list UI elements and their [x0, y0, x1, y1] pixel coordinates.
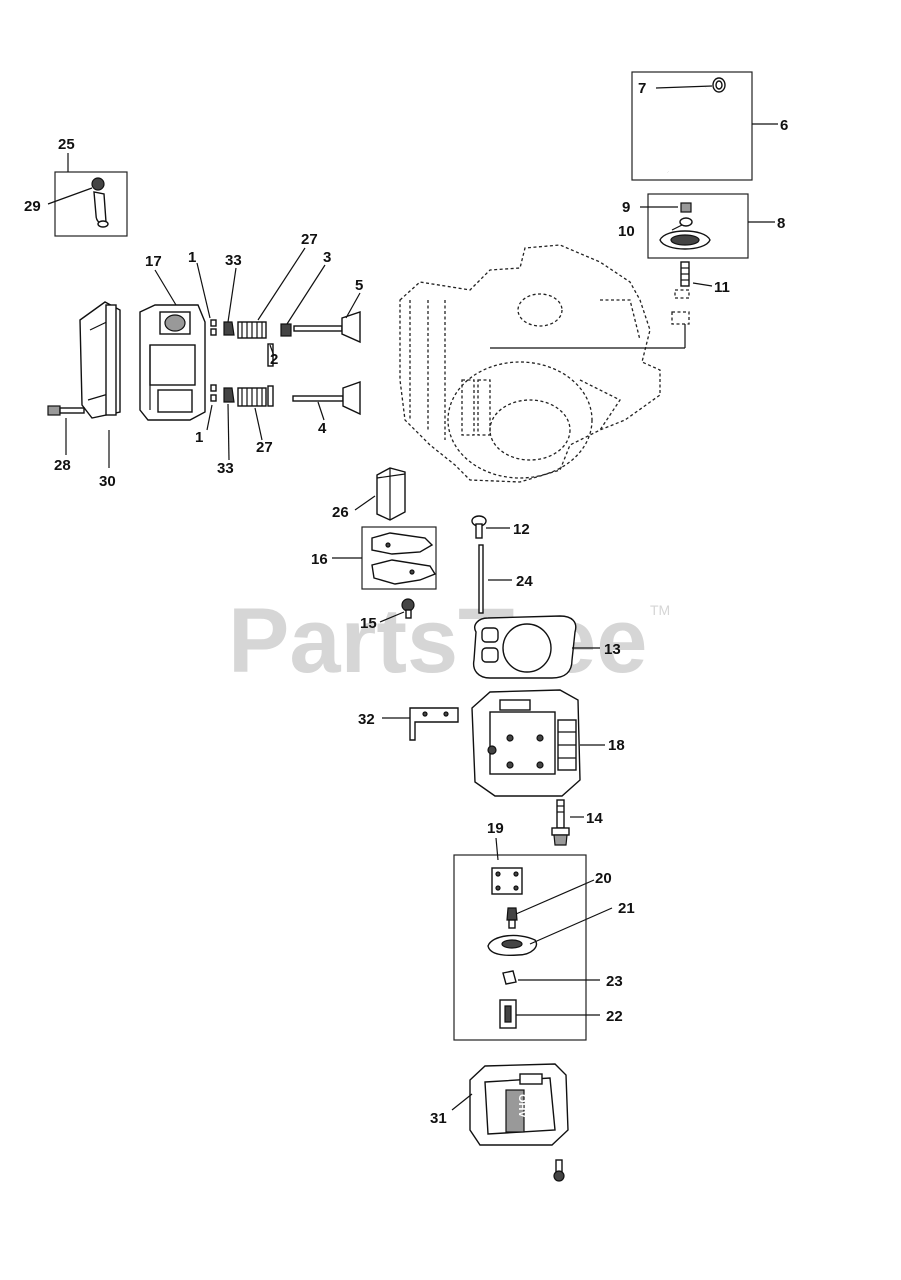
- valve-cover-ohv-text: OHV: [516, 1094, 528, 1119]
- breather-cover-part: [659, 202, 711, 250]
- callout-33-lower: 33: [217, 460, 234, 477]
- callout-19: 19: [487, 820, 504, 837]
- callout-2: 2: [270, 351, 278, 368]
- callout-7: 7: [638, 80, 646, 97]
- callout-24: 24: [516, 573, 533, 590]
- callout-3: 3: [323, 249, 331, 266]
- breather-hose-part: [639, 77, 726, 175]
- callout-12: 12: [513, 521, 530, 538]
- group-box-breather-cover: [647, 193, 749, 259]
- callout-27-upper: 27: [301, 231, 318, 248]
- group-box-rocker-assembly: [453, 854, 587, 1041]
- callout-8: 8: [777, 215, 785, 232]
- callout-10: 10: [618, 223, 635, 240]
- callout-13: 13: [604, 641, 621, 658]
- callout-17: 17: [145, 253, 162, 270]
- parts-tree-watermark: PartsTree TM: [228, 590, 670, 692]
- callout-1-upper: 1: [188, 249, 196, 266]
- head-gasket-part: [472, 615, 577, 679]
- callout-31: 31: [430, 1110, 447, 1127]
- stud-part: [671, 261, 690, 325]
- valve-train-upper: [210, 311, 361, 367]
- cover-screw-part: [553, 1159, 565, 1182]
- push-rod-part: [471, 515, 487, 614]
- cylinder-head-18-part: [471, 689, 581, 797]
- callout-18: 18: [608, 737, 625, 754]
- screw-part-15: [401, 598, 415, 619]
- callout-11: 11: [714, 279, 730, 296]
- callout-30: 30: [99, 473, 116, 490]
- callout-22: 22: [606, 1008, 623, 1025]
- callout-15: 15: [360, 615, 377, 632]
- fitting-part: [91, 177, 109, 228]
- callout-5: 5: [355, 277, 363, 294]
- rocker-assembly-parts: [487, 867, 538, 1029]
- baffle-plates-part: [371, 532, 437, 585]
- callout-28: 28: [54, 457, 71, 474]
- callout-27-lower: 27: [256, 439, 273, 456]
- cylinder-head-part: [139, 304, 206, 421]
- callout-29: 29: [24, 198, 41, 215]
- cylinder-head-side-part: [79, 301, 121, 419]
- watermark-tm: TM: [650, 602, 670, 618]
- engine-block-ghost: [399, 244, 661, 483]
- watermark-brand: PartsTree: [228, 590, 647, 692]
- callout-1-lower: 1: [195, 429, 203, 446]
- spacer-block-part: [376, 467, 406, 521]
- callout-9: 9: [622, 199, 630, 216]
- callout-16: 16: [311, 551, 328, 568]
- callout-6: 6: [780, 117, 788, 134]
- valve-cover-part: OHV: [469, 1063, 569, 1146]
- callout-26: 26: [332, 504, 349, 521]
- group-box-breather-hose: [631, 71, 753, 181]
- callout-14: 14: [586, 810, 603, 827]
- callout-25: 25: [58, 136, 75, 153]
- bracket-part: [409, 707, 459, 741]
- leader-lines: [47, 85, 778, 1111]
- bolt-part-28: [47, 405, 85, 416]
- callout-4: 4: [318, 420, 327, 437]
- callout-numbers: 6 7 8 9 10 11 25 29 17 1 33 27 3 5 2 1 3…: [24, 80, 788, 1127]
- callout-32: 32: [358, 711, 375, 728]
- callout-23: 23: [606, 973, 623, 990]
- head-bolt-part: [551, 799, 570, 846]
- callout-20: 20: [595, 870, 612, 887]
- valve-train-lower: [210, 381, 361, 416]
- callout-33-upper: 33: [225, 252, 242, 269]
- group-box-fitting: [54, 171, 128, 237]
- callout-21: 21: [618, 900, 635, 917]
